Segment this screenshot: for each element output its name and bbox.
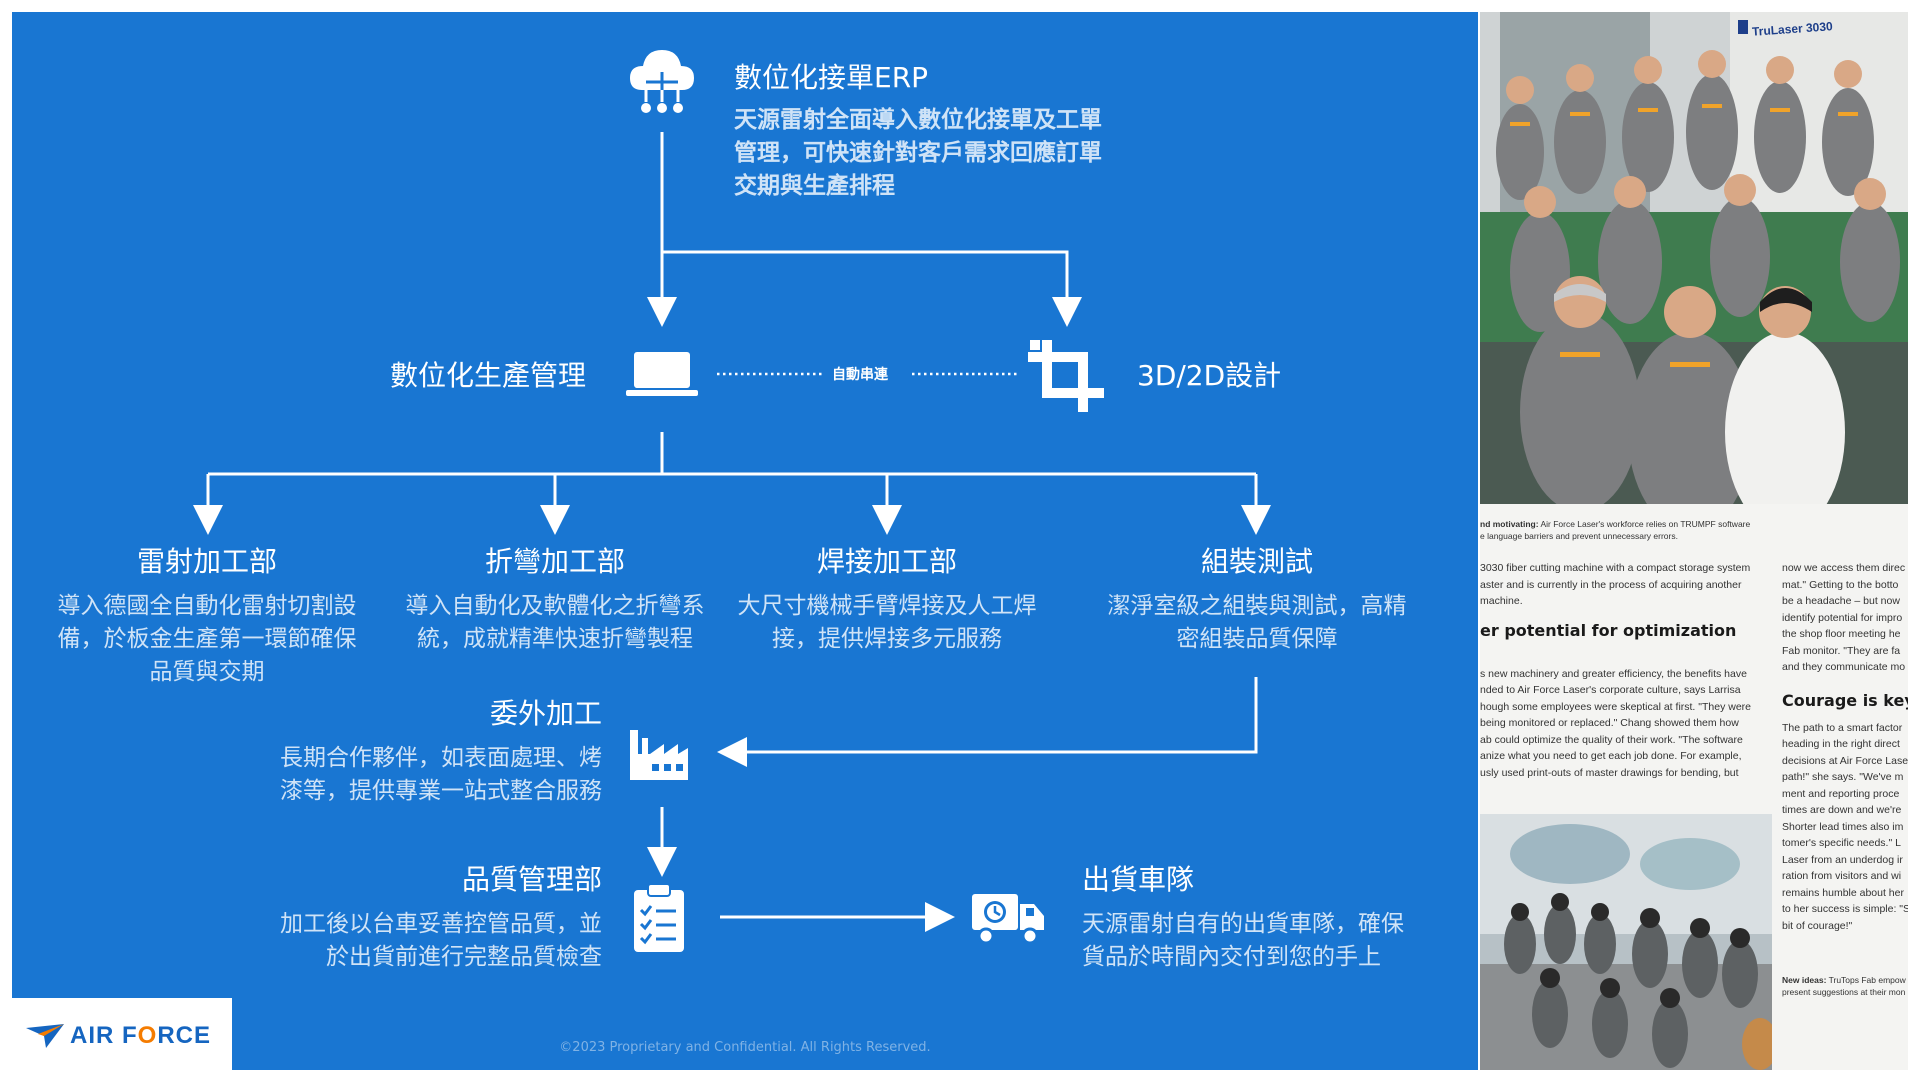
shipping-block: 出貨車隊 天源雷射自有的出貨車隊，確保 貨品於時間內交付到您的手上 [1082, 858, 1472, 974]
meeting-photo [1480, 814, 1772, 1070]
dept-title: 組裝測試 [1200, 545, 1313, 578]
quality-desc-line: 加工後以台車妥善控管品質，並 [280, 911, 602, 937]
dept-assembly: 組裝測試 潔淨室級之組裝與測試，高精 密組裝品質保障 [1092, 540, 1422, 656]
dept-desc-line: 大尺寸機械手臂焊接及人工焊 [737, 593, 1037, 619]
dept-desc-line: 導入德國全自動化雷射切割設 [57, 593, 357, 619]
clipboard-checklist-icon [634, 883, 684, 952]
dept-desc-line: 接，提供焊接多元服務 [772, 626, 1002, 652]
plane-logo-icon [26, 1024, 64, 1048]
dept-laser: 雷射加工部 導入德國全自動化雷射切割設 備，於板金生產第一環節確保 品質與交期 [42, 540, 372, 689]
erp-desc-line: 交期與生產排程 [734, 173, 895, 199]
article-heading: er potential for optimization [1480, 620, 1737, 640]
dept-title: 雷射加工部 [136, 545, 277, 578]
shipping-desc-line: 天源雷射自有的出貨車隊，確保 [1082, 911, 1404, 937]
dept-description: 大尺寸機械手臂焊接及人工焊 接，提供焊接多元服務 [722, 590, 1052, 656]
factory-icon [630, 730, 688, 780]
article-column-2: now we access them direc mat." Getting t… [1782, 562, 1908, 997]
dept-desc-line: 品質與交期 [149, 659, 265, 685]
shipping-desc-line: 貨品於時間內交付到您的手上 [1082, 944, 1381, 970]
quality-block: 品質管理部 加工後以台車妥善控管品質，並 於出貨前進行完整品質檢查 [242, 858, 602, 974]
shipping-description: 天源雷射自有的出貨車隊，確保 貨品於時間內交付到您的手上 [1082, 908, 1472, 974]
dept-desc-line: 潔淨室級之組裝與測試，高精 [1107, 593, 1407, 619]
quality-title: 品質管理部 [461, 863, 602, 896]
team-photo [1480, 12, 1908, 504]
article-column-1: 3030 fiber cutting machine with a compac… [1480, 560, 1770, 781]
design-title: 3D/2D設計 [1137, 359, 1282, 392]
article-heading: Courage is key [1782, 690, 1908, 710]
quality-desc-line: 於出貨前進行完整品質檢查 [326, 944, 602, 970]
company-logo: AIR FORCE [12, 998, 232, 1070]
erp-desc-line: 管理，可快速針對客戶需求回應訂單 [734, 140, 1102, 166]
dept-welding: 焊接加工部 大尺寸機械手臂焊接及人工焊 接，提供焊接多元服務 [722, 540, 1052, 656]
dept-desc-line: 密組裝品質保障 [1176, 626, 1338, 652]
shipping-title: 出貨車隊 [1082, 863, 1195, 896]
flow-connectors [193, 132, 1271, 932]
outsourcing-desc-line: 長期合作夥伴，如表面處理、烤 [280, 745, 602, 771]
logo-wordmark: AIR FORCE [70, 1022, 212, 1049]
laptop-icon [626, 352, 698, 396]
dept-description: 導入自動化及軟體化之折彎系 統，成就精準快速折彎製程 [390, 590, 720, 656]
dept-title: 折彎加工部 [484, 545, 625, 578]
erp-desc-line: 天源雷射全面導入數位化接單及工單 [734, 107, 1102, 133]
delivery-truck-icon [972, 894, 1044, 945]
erp-title: 數位化接單ERP [734, 61, 929, 94]
outsourcing-desc-line: 漆等，提供專業一站式整合服務 [280, 778, 602, 804]
outsourcing-title: 委外加工 [489, 697, 602, 730]
photo-caption-2: New ideas: TruTops Fab empow present sug… [1782, 975, 1906, 997]
dept-desc-line: 備，於板金生產第一環節確保 [57, 626, 357, 652]
outsourcing-description: 長期合作夥伴，如表面處理、烤 漆等，提供專業一站式整合服務 [242, 742, 602, 808]
dept-description: 導入德國全自動化雷射切割設 備，於板金生產第一環節確保 品質與交期 [42, 590, 372, 689]
dept-description: 潔淨室級之組裝與測試，高精 密組裝品質保障 [1092, 590, 1422, 656]
crop-icon [1028, 340, 1104, 412]
flow-diagram-panel: 數位化接單ERP 天源雷射全面導入數位化接單及工單 管理，可快速針對客戶需求回應… [12, 12, 1478, 1070]
auto-link-label: 自動串連 [832, 367, 888, 383]
dept-title: 焊接加工部 [816, 545, 957, 578]
magazine-page-image: TruLaser 3030 nd motivating: Air Force L… [1480, 12, 1908, 1070]
photo-caption: nd motivating: Air Force Laser's workfor… [1480, 519, 1751, 541]
quality-description: 加工後以台車妥善控管品質，並 於出貨前進行完整品質檢查 [242, 908, 602, 974]
dept-desc-line: 統，成就精準快速折彎製程 [417, 626, 693, 652]
dept-bending: 折彎加工部 導入自動化及軟體化之折彎系 統，成就精準快速折彎製程 [390, 540, 720, 656]
copyright-footer: ©2023 Proprietary and Confidential. All … [559, 1040, 931, 1055]
dept-desc-line: 導入自動化及軟體化之折彎系 [405, 593, 705, 619]
production-title: 數位化生產管理 [390, 359, 587, 392]
cloud-network-icon [630, 50, 694, 113]
erp-description: 天源雷射全面導入數位化接單及工單 管理，可快速針對客戶需求回應訂單 交期與生產排… [734, 104, 1102, 203]
outsourcing-block: 委外加工 長期合作夥伴，如表面處理、烤 漆等，提供專業一站式整合服務 [242, 692, 602, 808]
